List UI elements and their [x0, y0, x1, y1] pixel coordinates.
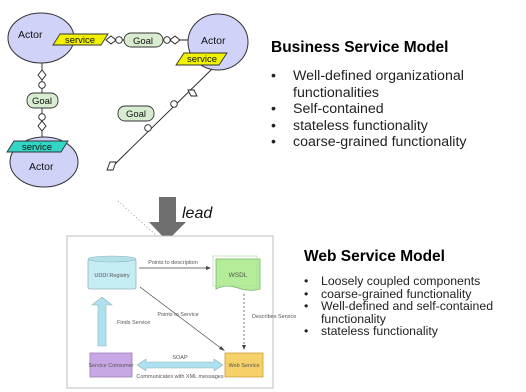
top-diagram-labels: Actor Actor Actor Goal Goal Goal service… [18, 29, 226, 173]
lead-label: lead [182, 205, 213, 222]
points-to-service-label: Points to Service [157, 312, 198, 318]
uddi-registry-label: UDDI Registry [94, 273, 129, 279]
bullet-item: stateless functionality [304, 325, 526, 338]
diamond-marker [105, 35, 117, 45]
describes-service-label: Describes Service [252, 314, 296, 320]
diamond-marker [37, 69, 47, 81]
business-model-bullets: Well-defined organizational functionalit… [271, 68, 521, 151]
soap-label: SOAP [172, 355, 188, 361]
actor-label: Actor [201, 35, 226, 47]
web-service-label: Web Service [228, 363, 259, 369]
bullet-item: Well-defined organizational functionalit… [271, 68, 521, 101]
soap-arrow [136, 358, 224, 372]
web-service-figure-labels: UDDI Registry WSDL Points to description… [88, 260, 296, 380]
bullet-item: Self-contained [271, 101, 521, 118]
wsdl-label: WSDL [229, 272, 248, 279]
web-service-model-panel: Web Service Model Loosely coupled compon… [304, 248, 526, 338]
web-service-box [224, 352, 264, 378]
service-consumer-box [89, 352, 133, 378]
bullet-item: stateless functionality [271, 118, 521, 135]
service-label: service [187, 54, 217, 65]
ring-marker [170, 100, 178, 108]
finds-service-arrow [91, 296, 113, 347]
web-service-figure [66, 235, 274, 389]
points-to-description-label: Points to description [148, 260, 198, 266]
finds-service-label: Finds Service [117, 320, 150, 326]
actor-label: Actor [29, 161, 54, 173]
ring-marker [115, 36, 123, 44]
web-model-bullets: Loosely coupled components coarse-graine… [304, 275, 526, 338]
goal-shape-diagonal [117, 105, 155, 122]
web-model-title: Web Service Model [304, 248, 445, 265]
bullet-item: coarse-grained functionality [271, 134, 521, 151]
goal-shape-left [26, 92, 59, 109]
goal-label: Goal [32, 96, 52, 107]
bullet-item: Well-defined and self-contained function… [304, 300, 526, 325]
ring-marker [144, 124, 152, 132]
service-label: service [65, 35, 95, 46]
service-consumer-label: Service Consumer [88, 363, 133, 369]
business-service-model-panel: Business Service Model Well-defined orga… [271, 39, 521, 151]
service-shape-top-right [175, 52, 228, 66]
service-shape-top-left [52, 33, 109, 46]
diamond-marker [37, 120, 47, 132]
goal-label: Goal [133, 36, 153, 47]
communicates-label: Communicates with XML messages [136, 374, 223, 380]
diamond-marker [187, 89, 198, 97]
service-label: service [22, 142, 52, 153]
ring-marker [38, 81, 46, 89]
lead-arrow [117, 197, 186, 241]
service-shape-bottom-left [6, 140, 69, 153]
bullet-item: Loosely coupled components [304, 275, 526, 288]
ring-marker [38, 113, 46, 121]
wsdl-box [215, 258, 261, 291]
bullet-item: coarse-grained functionality [304, 287, 526, 301]
diamond-marker [106, 161, 117, 171]
business-model-title: Business Service Model [271, 39, 449, 56]
goal-shape-top [123, 32, 164, 48]
goal-label: Goal [126, 109, 146, 120]
connector-markers [37, 35, 198, 171]
diamond-marker [169, 35, 181, 45]
actor-label: Actor [18, 29, 43, 41]
